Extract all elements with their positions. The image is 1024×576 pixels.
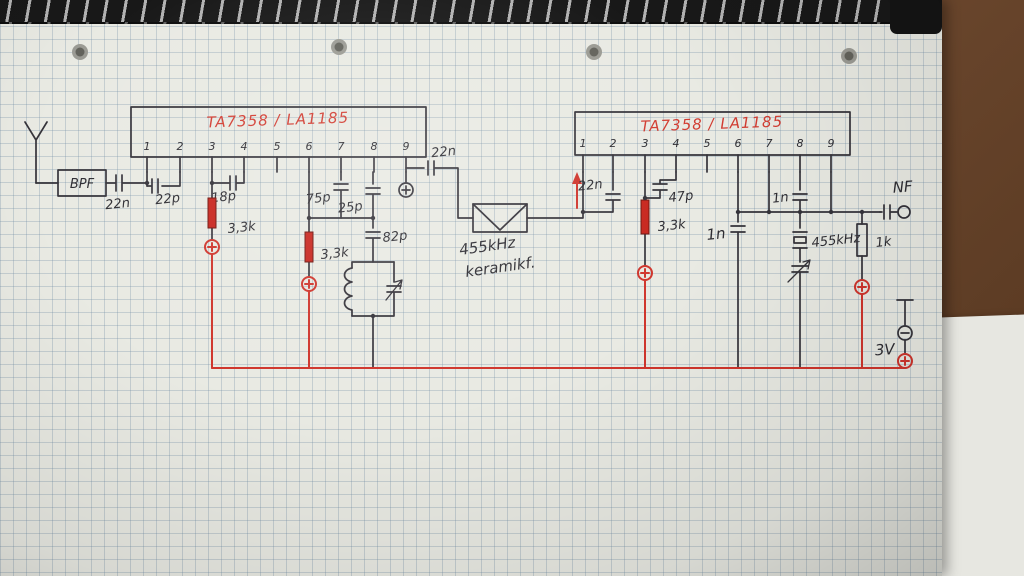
- resistor-left-3k3-label: 3,3k: [227, 219, 257, 237]
- ic-left-pin-4: 4: [241, 140, 248, 153]
- capacitor-1n-left: 1n: [706, 211, 746, 369]
- detector-node-line: [737, 171, 881, 213]
- resistor-1k-label: 1k: [875, 234, 893, 251]
- supply-plus-icon: [301, 276, 317, 292]
- bpf-label: BPF: [70, 177, 95, 192]
- ic-left-pin-numbers: 1 2 3 4 5 6 7 8 9: [144, 140, 410, 153]
- squared-notebook-paper: [0, 0, 942, 576]
- supply-plus-black: [398, 171, 414, 198]
- supply-plus-icon: [854, 279, 870, 295]
- ic-left-pin-9: 9: [403, 140, 410, 153]
- supply-plus-icon: [398, 182, 414, 198]
- resistor-left2-3k3-label: 3,3k: [320, 245, 350, 263]
- ic-right-pin-3: 3: [642, 137, 649, 150]
- ic-right-pin-6: 6: [735, 137, 742, 150]
- capacitor-antenna-22n: 22n: [105, 171, 148, 214]
- capacitor-82p: 82p: [365, 217, 408, 263]
- ic-right-pin-stubs: [582, 154, 832, 173]
- capacitor-22p: 22p: [146, 171, 181, 209]
- ceramic-filter-type: keramikf.: [464, 253, 536, 281]
- ic-left-pin-8: 8: [371, 140, 378, 153]
- dark-object-top-right: [890, 0, 942, 34]
- signal-arrow: [572, 172, 582, 209]
- capacitor-22p-label: 22p: [155, 191, 181, 209]
- trimmer-arrow-icon: [385, 279, 403, 301]
- ic-left-pin-3: 3: [209, 140, 216, 153]
- ic-right-pin-2: 2: [610, 137, 617, 150]
- supply-plus-icon: [637, 265, 653, 281]
- punch-holes: [72, 39, 857, 64]
- capacitor-1n-right-label: 1n: [771, 190, 789, 207]
- capacitor-18p-label: 18p: [211, 189, 237, 207]
- ic-left-pin-5: 5: [274, 140, 281, 153]
- ic-left-pin-7: 7: [338, 140, 345, 153]
- capacitor-if-in-22n: 22n: [577, 171, 621, 213]
- capacitor-18p: 18p: [211, 171, 245, 207]
- output-terminal-icon: [897, 205, 911, 219]
- trimmer-arrow-icon: [787, 259, 811, 283]
- bpf-box: BPF: [35, 169, 107, 197]
- junction-dots: [144, 180, 865, 319]
- ic-right-pin-7: 7: [766, 137, 773, 150]
- battery-3v: 3V: [874, 299, 914, 369]
- ic-left-label: TA7358 / LA1185: [206, 109, 349, 132]
- ic-left-pin-2: 2: [177, 140, 184, 153]
- capacitor-if-in-22n-label: 22n: [577, 177, 603, 195]
- capacitor-mixer-out-22n: 22n: [405, 144, 474, 219]
- ic-right: TA7358 / LA1185 1 2 3 4 5 6 7 8 9: [574, 111, 851, 173]
- ic-right-pin-9: 9: [828, 137, 835, 150]
- oscillator-tank-coil-trimmer: [343, 261, 403, 369]
- supply-plus-icon: [204, 239, 220, 255]
- ic-right-pin-8: 8: [797, 137, 804, 150]
- supply-plus-icon: [897, 353, 913, 369]
- resonator-455khz: 455kHz: [787, 211, 862, 369]
- resistor-left-3k3: 3,3k: [204, 171, 257, 369]
- battery-label: 3V: [874, 340, 897, 359]
- ic-left-pin-6: 6: [306, 140, 313, 153]
- capacitor-47p: 47p: [644, 171, 694, 206]
- ceramic-filter: 455kHz keramikf.: [458, 171, 584, 281]
- ic-right-pin-1: 1: [580, 137, 587, 150]
- ic-right-pin-numbers: 1 2 3 4 5 6 7 8 9: [580, 137, 835, 150]
- capacitor-25p: 25p: [337, 171, 381, 219]
- capacitor-25p-label: 25p: [337, 199, 363, 217]
- ic-left: TA7358 / LA1185 1 2 3 4 5 6 7 8 9: [130, 106, 427, 173]
- ic-right-pin-4: 4: [673, 137, 680, 150]
- spiral-binding: [0, 0, 942, 24]
- ceramic-filter-value: 455kHz: [458, 233, 518, 259]
- resonator-455khz-label: 455kHz: [811, 231, 862, 251]
- capacitor-mixer-out-22n-label: 22n: [431, 144, 457, 162]
- ic-right-label: TA7358 / LA1185: [640, 113, 783, 136]
- capacitor-1n-right: 1n: [771, 171, 808, 213]
- capacitor-1n-left-label: 1n: [706, 224, 727, 244]
- ic-left-pin-1: 1: [144, 140, 151, 153]
- antenna-icon: [24, 121, 48, 184]
- capacitor-82p-label: 82p: [382, 228, 408, 246]
- capacitor-47p-label: 47p: [668, 188, 694, 206]
- nf-label: NF: [892, 177, 913, 196]
- capacitor-75p-label: 75p: [305, 190, 331, 208]
- ic-left-pin-stubs: [146, 156, 407, 173]
- coil-icon: [343, 267, 353, 317]
- capacitor-antenna-22n-label: 22n: [105, 196, 131, 214]
- resistor-right-3k3-label: 3,3k: [657, 217, 687, 235]
- nf-output: NF: [879, 177, 914, 220]
- capacitor-75p: 75p: [305, 171, 349, 219]
- ic-right-pin-5: 5: [704, 137, 711, 150]
